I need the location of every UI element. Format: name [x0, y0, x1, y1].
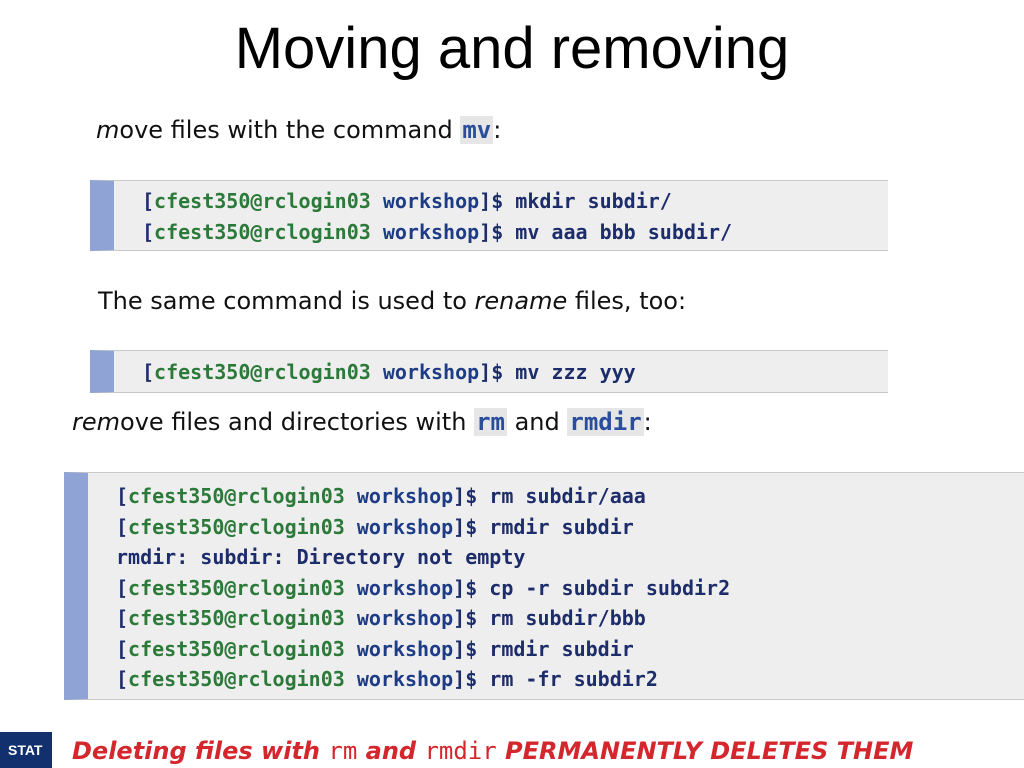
remove-and: and — [506, 408, 568, 436]
prompt-symbol: ]$ — [479, 189, 516, 213]
terminal-command-line: [cfest350@rclogin03 workshop]$ cp -r sub… — [116, 573, 1024, 604]
prompt-symbol: ]$ — [453, 514, 490, 539]
prompt-directory: workshop — [370, 219, 480, 244]
command-text: rm -fr subdir2 — [489, 667, 658, 691]
rename-intro: The same command is used to rename files… — [98, 285, 686, 317]
remove-italic-m: m — [96, 408, 121, 436]
prompt-symbol: ]$ — [453, 484, 490, 508]
prompt-userhost: cfest350@rclogin03 — [154, 189, 371, 213]
prompt-open-bracket: [ — [142, 219, 155, 244]
prompt-userhost: cfest350@rclogin03 — [128, 667, 345, 691]
prompt-directory: workshop — [344, 636, 454, 661]
command-text: cp -r subdir subdir2 — [489, 575, 731, 600]
rm-command: rm — [474, 408, 507, 436]
prompt-directory: workshop — [370, 189, 480, 213]
command-text: mv zzz yyy — [515, 360, 636, 384]
prompt-userhost: cfest350@rclogin03 — [128, 575, 345, 600]
prompt-open-bracket: [ — [116, 636, 129, 661]
remove-text: ove files and directories with — [120, 408, 475, 436]
prompt-userhost: cfest350@rclogin03 — [128, 636, 345, 661]
command-text: mkdir subdir/ — [515, 189, 672, 213]
remove-italic-re: re — [72, 408, 97, 436]
command-text: rmdir subdir — [489, 636, 634, 661]
warning-text-3: PERMANENTLY DELETES THEM — [496, 737, 914, 765]
prompt-symbol: ]$ — [479, 360, 516, 384]
delete-warning: Deleting files with rm and rmdir PERMANE… — [72, 733, 1024, 768]
terminal-command-line: [cfest350@rclogin03 workshop]$ mv aaa bb… — [142, 217, 888, 248]
prompt-open-bracket: [ — [116, 484, 129, 508]
prompt-symbol: ]$ — [453, 667, 490, 691]
prompt-directory: workshop — [370, 360, 480, 384]
prompt-symbol: ]$ — [453, 575, 490, 600]
prompt-directory: workshop — [344, 514, 454, 539]
rename-text-before: The same command is used to — [98, 287, 475, 315]
prompt-symbol: ]$ — [453, 606, 490, 630]
remove-colon: : — [643, 408, 652, 436]
prompt-userhost: cfest350@rclogin03 — [128, 606, 345, 630]
prompt-userhost: cfest350@rclogin03 — [154, 219, 371, 244]
command-text: rmdir subdir — [489, 514, 634, 539]
prompt-directory: workshop — [344, 667, 454, 691]
prompt-open-bracket: [ — [142, 360, 155, 384]
move-intro: move files with the command mv: — [96, 114, 501, 146]
rmdir-command: rmdir — [567, 408, 644, 436]
command-text: mv aaa bbb subdir/ — [515, 219, 733, 244]
terminal-lines: [cfest350@rclogin03 workshop]$ mkdir sub… — [142, 186, 888, 247]
prompt-directory: workshop — [344, 575, 454, 600]
prompt-symbol: ]$ — [479, 219, 516, 244]
output-text: rmdir: subdir: Directory not empty — [116, 545, 526, 569]
prompt-userhost: cfest350@rclogin03 — [154, 360, 371, 384]
warning-rm: rm — [328, 737, 358, 765]
terminal-command-line: [cfest350@rclogin03 workshop]$ rmdir sub… — [116, 512, 1024, 543]
prompt-open-bracket: [ — [116, 667, 129, 691]
terminal-output-line: rmdir: subdir: Directory not empty — [116, 542, 1024, 573]
warning-text-2: and — [357, 737, 425, 765]
terminal-command-line: [cfest350@rclogin03 workshop]$ rm subdir… — [116, 603, 1024, 634]
prompt-open-bracket: [ — [116, 514, 129, 539]
remove-intro: remove files and directories with rm and… — [72, 406, 652, 438]
warning-text-1: Deleting files with — [72, 737, 329, 765]
mv-command: mv — [460, 116, 494, 144]
footer-badge: STAT — [0, 732, 52, 768]
prompt-directory: workshop — [344, 606, 454, 630]
terminal-block-move: [cfest350@rclogin03 workshop]$ mkdir sub… — [90, 180, 888, 251]
terminal-command-line: [cfest350@rclogin03 workshop]$ rm -fr su… — [116, 664, 1024, 695]
terminal-command-line: [cfest350@rclogin03 workshop]$ mv zzz yy… — [142, 357, 888, 388]
prompt-symbol: ]$ — [453, 636, 490, 661]
prompt-userhost: cfest350@rclogin03 — [128, 514, 345, 539]
terminal-lines: [cfest350@rclogin03 workshop]$ mv zzz yy… — [142, 357, 888, 388]
command-text: rm subdir/aaa — [489, 484, 646, 508]
terminal-command-line: [cfest350@rclogin03 workshop]$ rm subdir… — [116, 481, 1024, 512]
warning-rmdir: rmdir — [424, 737, 497, 765]
prompt-open-bracket: [ — [142, 189, 155, 213]
rename-italic-word: rename — [474, 287, 568, 315]
terminal-block-remove: [cfest350@rclogin03 workshop]$ rm subdir… — [64, 472, 1024, 700]
terminal-command-line: [cfest350@rclogin03 workshop]$ mkdir sub… — [142, 186, 888, 217]
prompt-directory: workshop — [344, 484, 454, 508]
move-intro-ove: ove — [119, 116, 164, 144]
prompt-open-bracket: [ — [116, 606, 129, 630]
terminal-command-line: [cfest350@rclogin03 workshop]$ rmdir sub… — [116, 634, 1024, 665]
move-intro-text: files with the command — [163, 116, 461, 144]
rename-text-after: files, too: — [567, 287, 687, 315]
move-intro-italic-m: m — [96, 116, 120, 144]
terminal-block-rename: [cfest350@rclogin03 workshop]$ mv zzz yy… — [90, 350, 888, 393]
prompt-userhost: cfest350@rclogin03 — [128, 484, 345, 508]
prompt-open-bracket: [ — [116, 575, 129, 600]
terminal-lines: [cfest350@rclogin03 workshop]$ rm subdir… — [116, 481, 1024, 695]
command-text: rm subdir/bbb — [489, 606, 646, 630]
move-intro-colon: : — [493, 116, 502, 144]
slide-title: Moving and removing — [234, 16, 790, 81]
